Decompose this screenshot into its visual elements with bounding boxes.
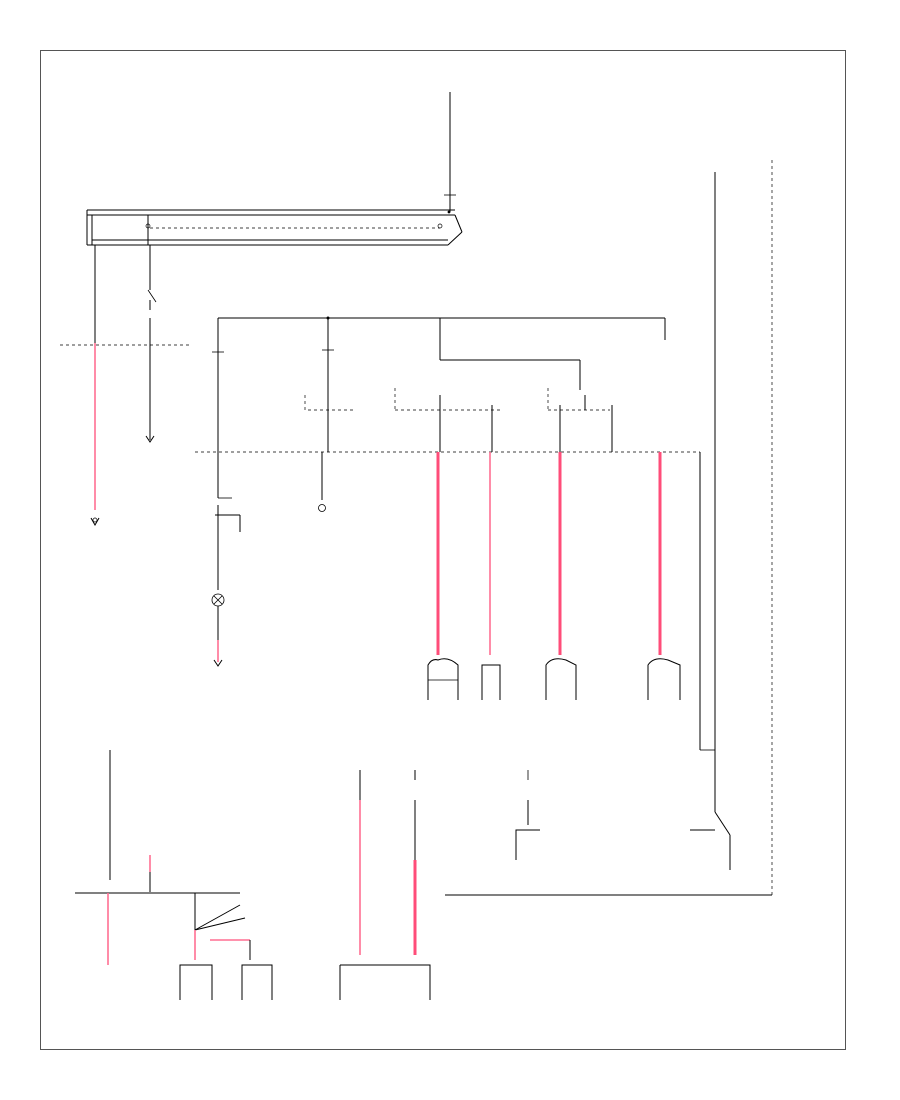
lower-left xyxy=(75,750,273,1000)
mid-bus xyxy=(212,316,666,452)
right-feed xyxy=(445,160,773,896)
left-feed xyxy=(60,245,190,527)
lower-center xyxy=(339,770,540,1000)
diagram-border xyxy=(40,50,846,1050)
pink-feeds xyxy=(436,452,662,655)
module-connectors xyxy=(427,658,681,700)
left-chain xyxy=(211,452,241,667)
center-ground xyxy=(318,452,326,512)
top-feed xyxy=(86,92,463,246)
relay-row xyxy=(304,359,613,452)
